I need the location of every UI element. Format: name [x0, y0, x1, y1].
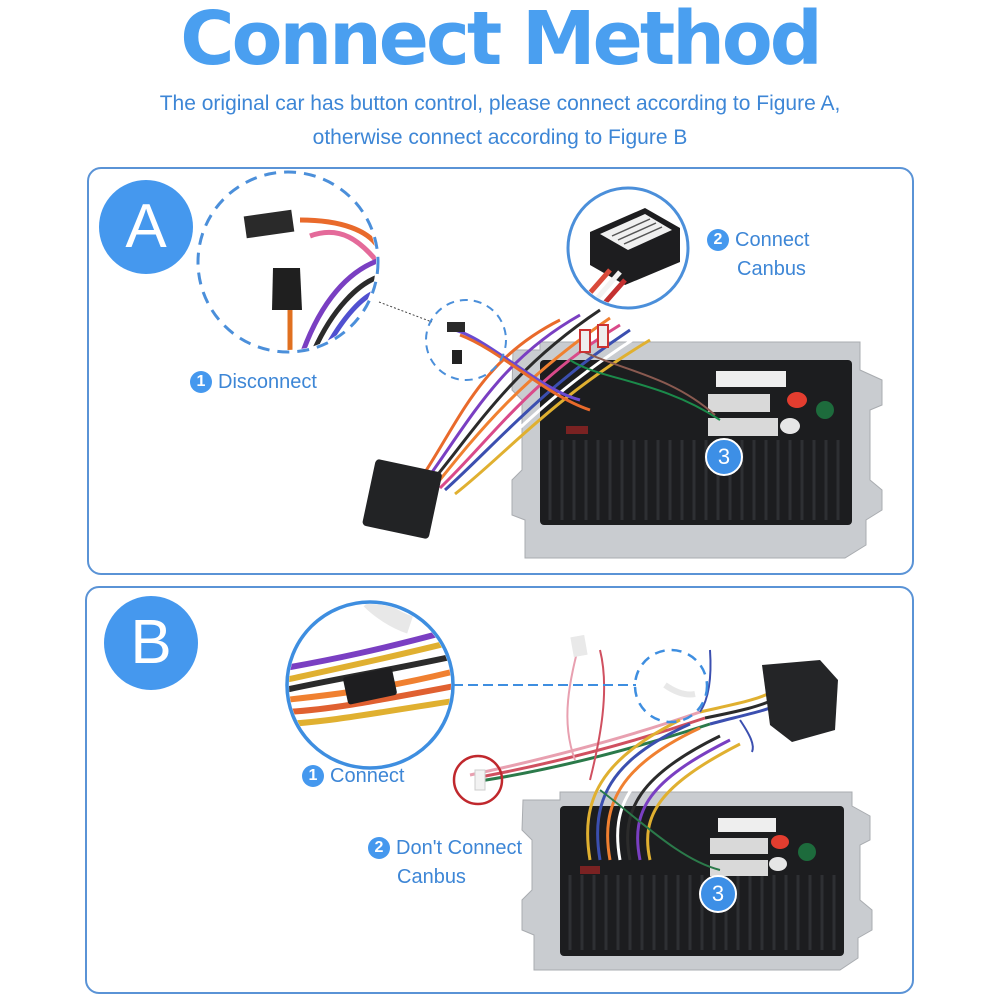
step-number-badge: 2	[368, 837, 390, 859]
figure-b-step-2: 2 Don't Connect Canbus	[368, 834, 522, 892]
figure-a-step-2: 2 Connect Canbus	[707, 226, 810, 284]
instruction-line-2: otherwise connect according to Figure B	[312, 126, 688, 149]
page-title: Connect Method	[180, 0, 822, 82]
figure-a-step-1: 1 Disconnect	[190, 368, 317, 397]
step-label-line-1: Don't Connect	[396, 837, 523, 859]
highlight-circle-canbus-plug	[452, 754, 504, 806]
figure-b-badge: B	[104, 596, 198, 690]
step-label-line-1: Connect	[735, 229, 810, 251]
step-number-badge: 1	[302, 765, 324, 787]
iso-connector-a	[362, 459, 442, 539]
figure-b-step-3-badge: 3	[699, 875, 737, 913]
zoom-circle-canbus-box	[566, 186, 690, 310]
step-label: Disconnect	[218, 371, 317, 393]
step-label: Connect	[330, 765, 405, 787]
wire-harness-a	[418, 260, 721, 496]
zoom-circle-connect	[285, 600, 455, 770]
step-label-line-2: Canbus	[737, 258, 806, 280]
figure-a-badge: A	[99, 180, 193, 274]
step-number-badge: 2	[707, 229, 729, 251]
instruction-line-1: The original car has button control, ple…	[159, 92, 841, 115]
quadlock-connector-b	[762, 660, 838, 742]
head-unit-a	[511, 341, 883, 559]
step-number-badge: 1	[190, 371, 212, 393]
figure-a-step-3-badge: 3	[705, 438, 743, 476]
figure-b-step-1: 1 Connect	[302, 762, 405, 791]
head-unit-b	[521, 791, 873, 971]
step-label-line-2: Canbus	[397, 866, 466, 888]
